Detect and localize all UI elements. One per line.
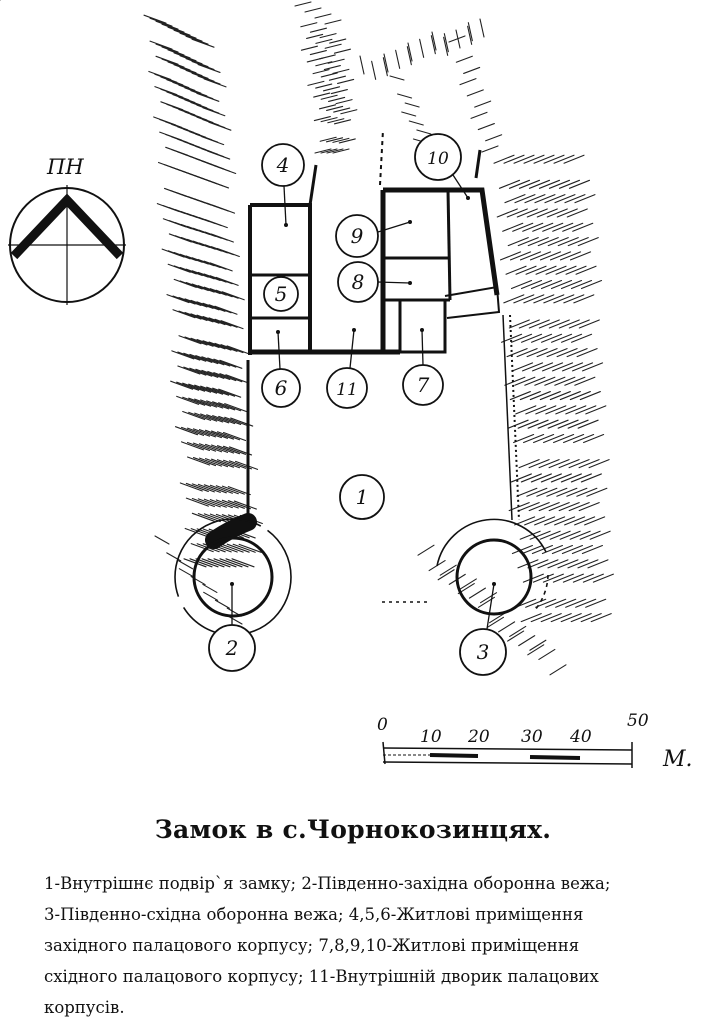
- scale-tick-50: 50: [627, 711, 649, 731]
- legend: 1-Внутрішнє подвір`я замку; 2-Південно-з…: [44, 868, 694, 1023]
- north-label: ПН: [46, 155, 84, 179]
- leader-line: [349, 329, 355, 369]
- room-markers: 1 2 3 4 5 6 7 8 9 10 11: [208, 133, 507, 676]
- legend-line-1: 1-Внутрішнє подвір`я замку; 2-Південно-з…: [44, 874, 611, 893]
- marker-label: 1: [356, 485, 369, 509]
- leader-dot: [230, 582, 234, 586]
- leader-line: [377, 221, 411, 233]
- marker-circle: [335, 214, 379, 258]
- north-arrow: ПН: [8, 155, 126, 305]
- leader-line: [486, 583, 495, 630]
- marker-circle: [261, 143, 305, 187]
- room-marker-3: 3: [459, 582, 507, 676]
- leader-line: [283, 185, 287, 226]
- slope-hatching: [0, 0, 614, 676]
- legend-line-2: 3-Південно-східна оборонна вежа; 4,5,6-Ж…: [44, 905, 584, 924]
- leader-dot: [276, 330, 280, 334]
- leader-dot: [408, 281, 412, 285]
- marker-label: 11: [336, 380, 358, 400]
- marker-label: 2: [225, 636, 239, 660]
- legend-line-4: східного палацового корпусу; 11-Внутрішн…: [44, 967, 599, 986]
- marker-label: 6: [275, 376, 288, 400]
- marker-circle: [402, 364, 444, 406]
- marker-circle: [337, 261, 379, 303]
- castle-plan: ПН: [0, 0, 693, 772]
- scale-tick-40: 40: [569, 727, 592, 747]
- marker-label: 10: [427, 149, 449, 169]
- room-marker-8: 8: [337, 261, 412, 303]
- tower-2: [192, 536, 274, 618]
- leader-line: [277, 331, 281, 370]
- marker-label: 7: [417, 373, 430, 397]
- scale-tick-0: 0: [377, 715, 388, 735]
- scale-tick-10: 10: [420, 727, 442, 747]
- room-marker-2: 2: [208, 582, 256, 672]
- leader-dot: [492, 582, 496, 586]
- room-marker-10: 10: [414, 133, 470, 200]
- room-marker-6: 6: [261, 330, 301, 408]
- marker-label: 9: [351, 224, 364, 248]
- marker-circle: [261, 368, 301, 408]
- leader-line: [377, 281, 411, 284]
- marker-circle: [414, 133, 462, 181]
- marker-circle: [263, 276, 299, 312]
- leader-dot: [420, 328, 424, 332]
- room-marker-11: 11: [326, 328, 368, 409]
- scale-bar: 0 10 20 30 40 50 М.: [377, 711, 693, 772]
- castle-walls: [174, 129, 549, 636]
- leader-dot: [408, 220, 412, 224]
- scale-tick-20: 20: [467, 727, 490, 747]
- legend-line-3: західного палацового корпусу; 7,8,9,10-Ж…: [44, 936, 580, 955]
- marker-label: 4: [276, 153, 290, 177]
- west-palace-block: [248, 164, 400, 355]
- marker-circle: [339, 474, 385, 520]
- room-marker-4: 4: [261, 143, 305, 227]
- tower-3: [455, 538, 533, 616]
- scale-unit: М.: [662, 747, 693, 772]
- legend-line-5: корпусів.: [44, 998, 125, 1017]
- leader-line: [421, 329, 424, 366]
- leader-dot: [284, 223, 288, 227]
- room-marker-5: 5: [263, 276, 299, 312]
- room-marker-9: 9: [335, 214, 412, 258]
- room-marker-7: 7: [402, 328, 444, 406]
- leader-line: [452, 174, 469, 199]
- marker-circle: [326, 367, 368, 409]
- marker-circle: [208, 624, 256, 672]
- scale-tick-30: 30: [521, 727, 543, 747]
- leader-dot: [352, 328, 356, 332]
- marker-label: 5: [275, 282, 288, 306]
- room-marker-1: 1: [339, 474, 385, 520]
- marker-label: 3: [477, 640, 490, 664]
- leader-dot: [466, 196, 470, 200]
- plan-title: Замок в с.Чорнокозинцях.: [154, 815, 552, 844]
- marker-circle: [459, 628, 507, 676]
- marker-label: 8: [352, 270, 365, 294]
